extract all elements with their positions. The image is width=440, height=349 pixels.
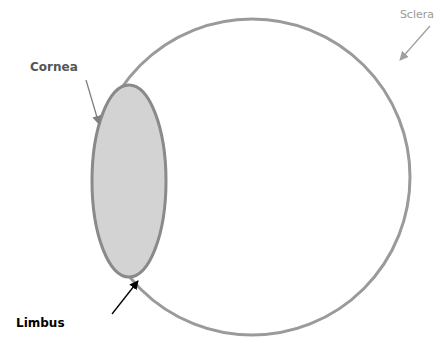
part-label: Sclera — [400, 8, 434, 21]
limbus-leader — [112, 281, 138, 314]
cornea-shape — [92, 85, 166, 277]
sclera-leader — [400, 26, 430, 60]
cornea-leader — [86, 80, 99, 124]
part-label: Cornea — [30, 60, 78, 74]
part-label: Limbus — [16, 316, 65, 330]
